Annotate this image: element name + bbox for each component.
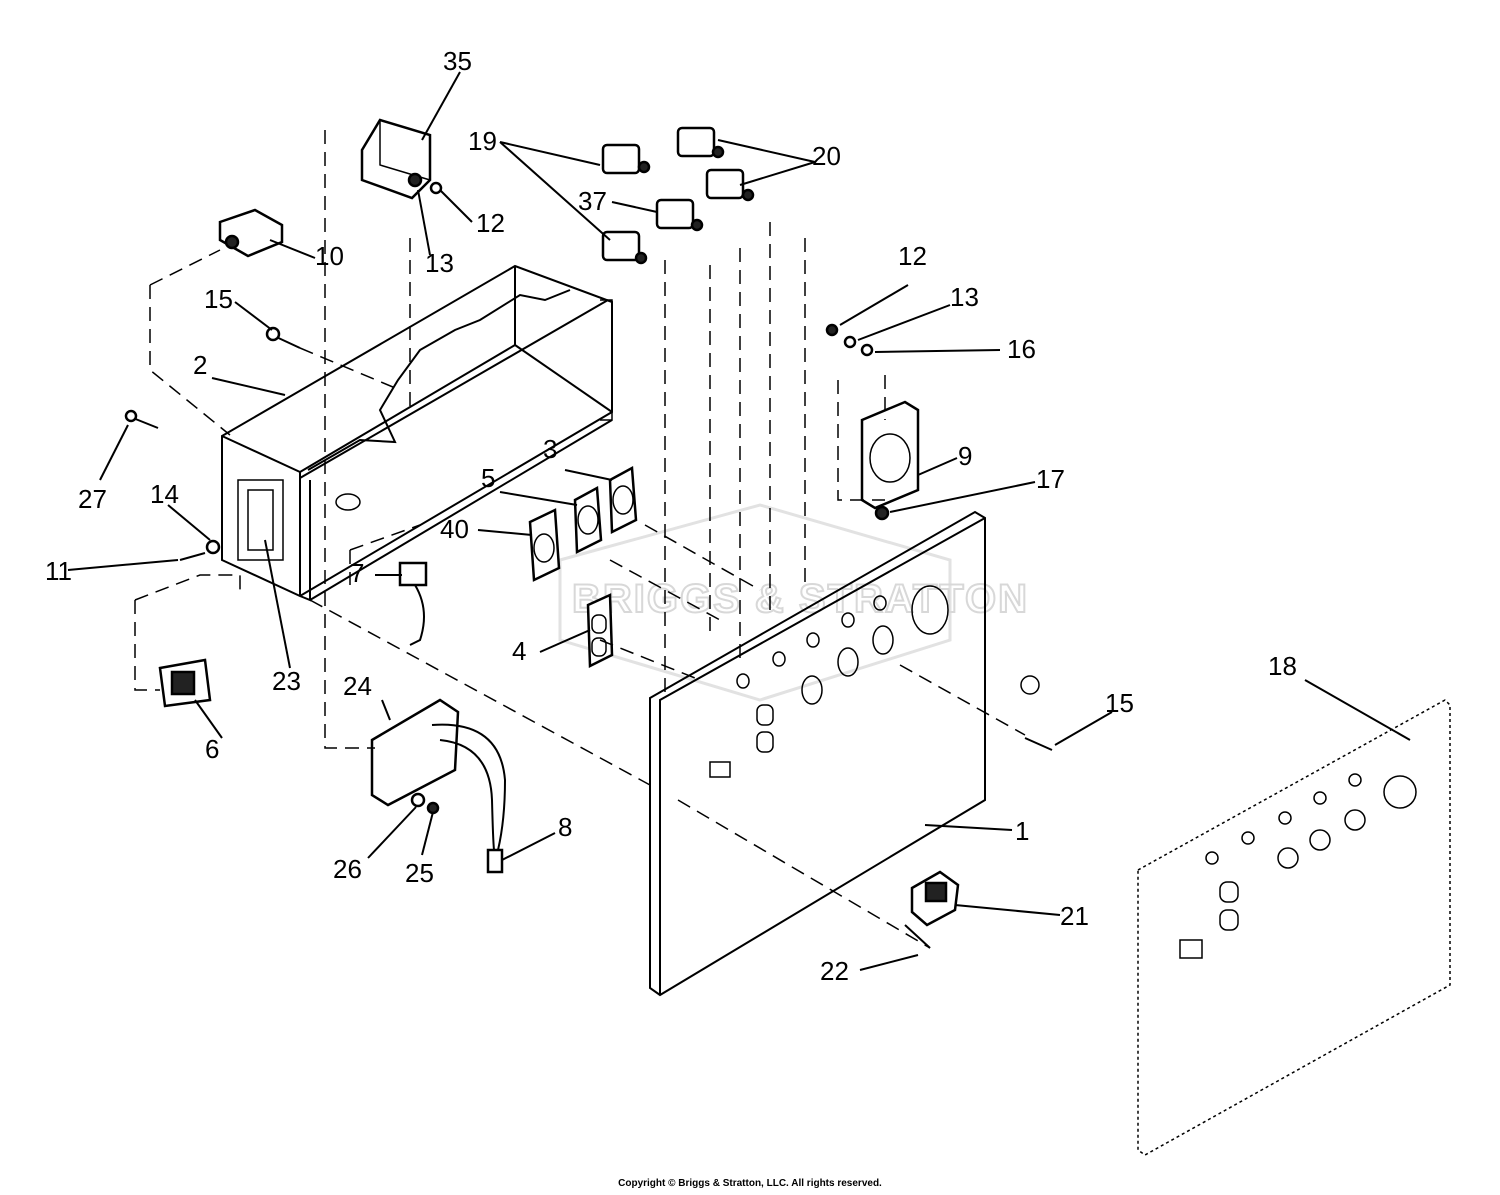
callout-1: 1 — [1015, 816, 1029, 846]
callout-12-right: 12 — [898, 241, 927, 271]
callout-15-right: 15 — [1105, 688, 1134, 718]
callout-19: 19 — [468, 126, 497, 156]
callout-10: 10 — [315, 241, 344, 271]
watermark: BRIGGS & STRATTON — [558, 503, 1029, 702]
callout-21: 21 — [1060, 901, 1089, 931]
callout-27: 27 — [78, 484, 107, 514]
callout-8: 8 — [558, 812, 572, 842]
switch-21 — [910, 870, 960, 927]
leader-lines — [67, 71, 1411, 971]
front-panel — [649, 510, 1040, 997]
callout-12-top: 12 — [476, 208, 505, 238]
outlet-6 — [158, 658, 212, 708]
watermark-text: BRIGGS & STRATTON — [572, 577, 1029, 621]
callout-26: 26 — [333, 854, 362, 884]
callout-37: 37 — [578, 186, 607, 216]
callout-4: 4 — [512, 636, 526, 666]
receptacle-9 — [825, 323, 920, 521]
breaker-10 — [218, 208, 284, 258]
callout-17: 17 — [1036, 464, 1065, 494]
connector-7 — [398, 561, 428, 646]
callout-24: 24 — [343, 671, 372, 701]
callout-20: 20 — [812, 141, 841, 171]
callout-5: 5 — [481, 463, 495, 493]
callout-14: 14 — [150, 479, 179, 509]
callout-6: 6 — [205, 734, 219, 764]
callout-40: 40 — [440, 514, 469, 544]
callout-7: 7 — [350, 558, 364, 588]
callout-13-right: 13 — [950, 282, 979, 312]
callout-22: 22 — [820, 956, 849, 986]
knobs-19-20-37 — [601, 126, 755, 265]
copyright-notice: Copyright © Briggs & Stratton, LLC. All … — [618, 1178, 882, 1189]
callout-2: 2 — [193, 350, 207, 380]
callout-3: 3 — [543, 434, 557, 464]
assembly-lines — [134, 130, 1026, 949]
callout-15-left: 15 — [204, 284, 233, 314]
callout-35: 35 — [443, 46, 472, 76]
meter-35 — [360, 118, 443, 200]
decal-panel — [1137, 699, 1451, 1156]
callout-13-top: 13 — [425, 248, 454, 278]
screws — [124, 326, 1053, 949]
callout-11: 11 — [45, 556, 72, 586]
callout-16: 16 — [1007, 334, 1036, 364]
callout-labels: 35 19 20 37 12 13 10 15 2 12 13 16 9 17 … — [45, 46, 1297, 986]
callout-18: 18 — [1268, 651, 1297, 681]
callout-25: 25 — [405, 858, 434, 888]
callout-23: 23 — [272, 666, 301, 696]
callout-9: 9 — [958, 441, 972, 471]
receptacles-3-5-40-4 — [528, 465, 638, 668]
module-24-harness-8 — [370, 698, 507, 874]
